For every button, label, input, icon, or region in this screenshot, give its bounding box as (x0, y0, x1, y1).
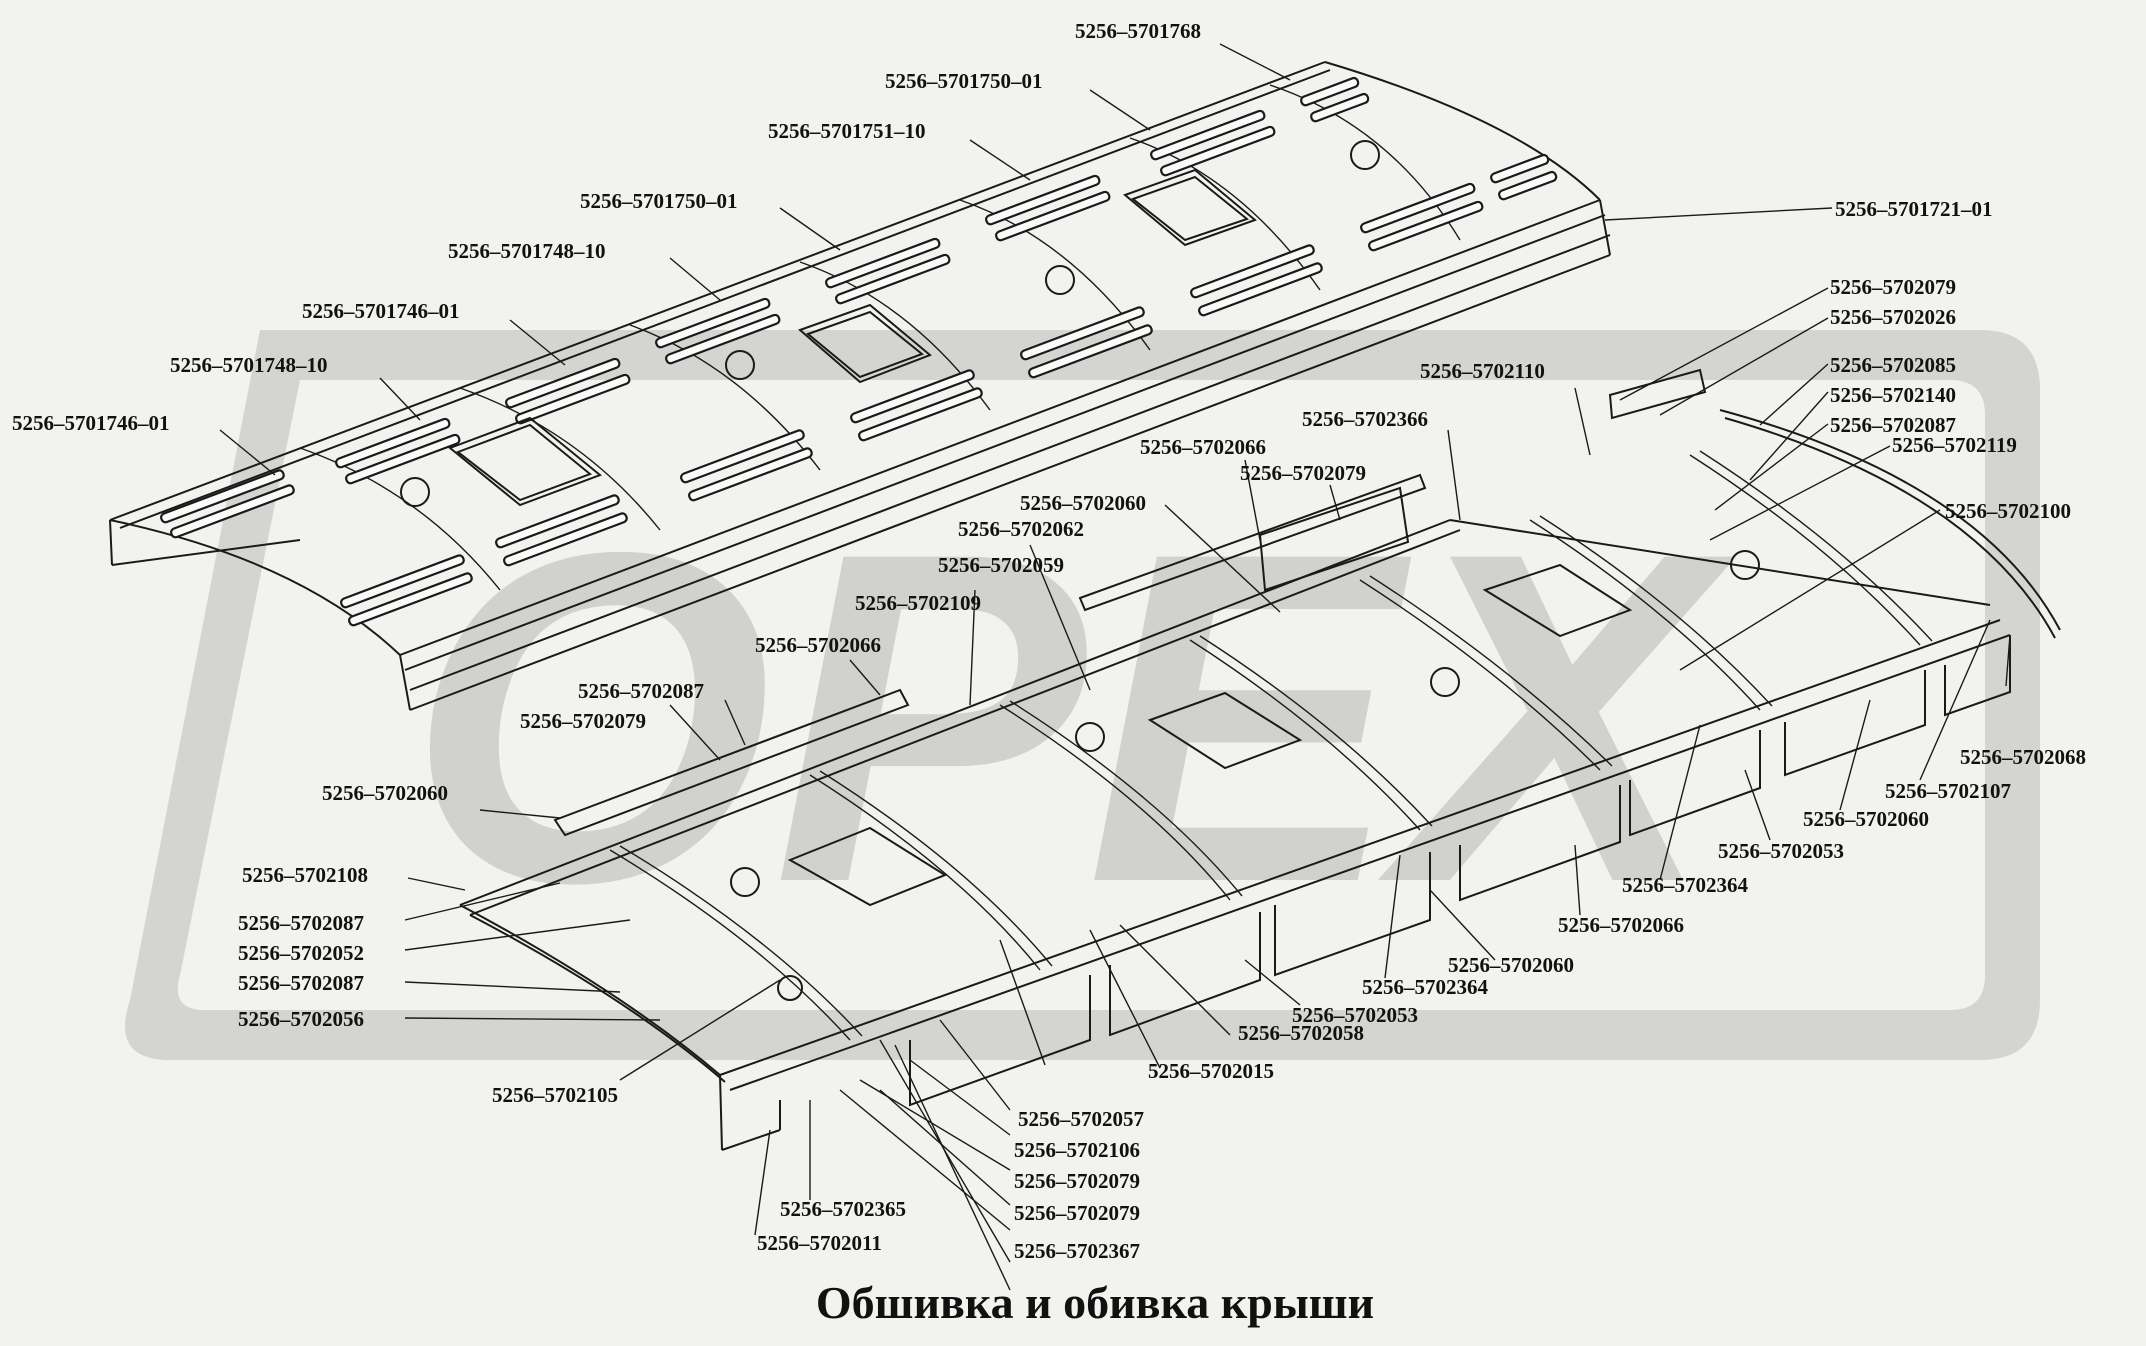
part-label: 5256–5702056 (238, 1007, 364, 1031)
part-label: 5256–5701721–01 (1835, 197, 1993, 221)
part-label: 5256–5702140 (1830, 383, 1956, 407)
watermark: OPEX (125, 330, 2040, 1060)
part-label: 5256–5702026 (1830, 305, 1956, 329)
part-label: 5256–5702087 (578, 679, 704, 703)
part-label: 5256–5701750–01 (885, 69, 1043, 93)
part-label: 5256–5702367 (1014, 1239, 1140, 1263)
part-label: 5256–5701748–10 (448, 239, 606, 263)
part-label: 5256–5702052 (238, 941, 364, 965)
part-label: 5256–5702066 (1558, 913, 1684, 937)
part-label: 5256–5702087 (238, 911, 364, 935)
part-label: 5256–5702068 (1960, 745, 2086, 769)
part-label: 5256–5702110 (1420, 359, 1545, 383)
part-label: 5256–5702365 (780, 1197, 906, 1221)
part-label: 5256–5702066 (1140, 435, 1266, 459)
part-label: 5256–5702060 (322, 781, 448, 805)
outer-roof-skin (109, 61, 1611, 711)
part-label: 5256–5702066 (755, 633, 881, 657)
part-label: 5256–5702364 (1362, 975, 1489, 999)
part-label: 5256–5702079 (1014, 1201, 1140, 1225)
part-label: 5256–5702011 (757, 1231, 882, 1255)
watermark-text: OPEX (407, 455, 1737, 980)
part-label: 5256–5701751–10 (768, 119, 926, 143)
outer-skin-slots (160, 76, 1558, 627)
diagram-title: Обшивка и обивка крыши (816, 1277, 1374, 1328)
part-label: 5256–5702364 (1622, 873, 1749, 897)
part-label: 5256–5702105 (492, 1083, 618, 1107)
part-label: 5256–5701746–01 (302, 299, 460, 323)
outer-skin-hatches (400, 140, 1380, 507)
part-label: 5256–5702087 (238, 971, 364, 995)
part-label: 5256–5701748–10 (170, 353, 328, 377)
part-label: 5256–5702062 (958, 517, 1084, 541)
part-label: 5256–5702058 (1238, 1021, 1364, 1045)
part-label: 5256–5701746–01 (12, 411, 170, 435)
part-label: 5256–5702079 (520, 709, 646, 733)
part-label: 5256–5701750–01 (580, 189, 738, 213)
part-label: 5256–5702106 (1014, 1138, 1140, 1162)
part-label: 5256–5702059 (938, 553, 1064, 577)
part-label: 5256–5702060 (1020, 491, 1146, 515)
part-label: 5256–5702100 (1945, 499, 2071, 523)
leader-lines (219, 43, 2011, 1291)
part-label: 5256–5702057 (1018, 1107, 1144, 1131)
part-label: 5256–5702087 (1830, 413, 1956, 437)
part-label: 5256–5702107 (1885, 779, 2011, 803)
part-label: 5256–5702366 (1302, 407, 1428, 431)
part-labels: 5256–5701768 5256–5701750–01 5256–570175… (12, 19, 2086, 1263)
part-label: 5256–5702053 (1718, 839, 1844, 863)
part-label: 5256–5702060 (1448, 953, 1574, 977)
part-label: 5256–5702015 (1148, 1059, 1274, 1083)
part-label: 5256–5702119 (1892, 433, 2017, 457)
part-label: 5256–5702053 (1292, 1003, 1418, 1027)
part-label: 5256–5702079 (1240, 461, 1366, 485)
part-label: 5256–5701768 (1075, 19, 1201, 43)
part-label: 5256–5702085 (1830, 353, 1956, 377)
inner-roof-trim (459, 368, 2061, 1151)
part-label: 5256–5702109 (855, 591, 981, 615)
part-label: 5256–5702079 (1830, 275, 1956, 299)
part-label: 5256–5702060 (1803, 807, 1929, 831)
part-label: 5256–5702108 (242, 863, 368, 887)
part-label: 5256–5702079 (1014, 1169, 1140, 1193)
